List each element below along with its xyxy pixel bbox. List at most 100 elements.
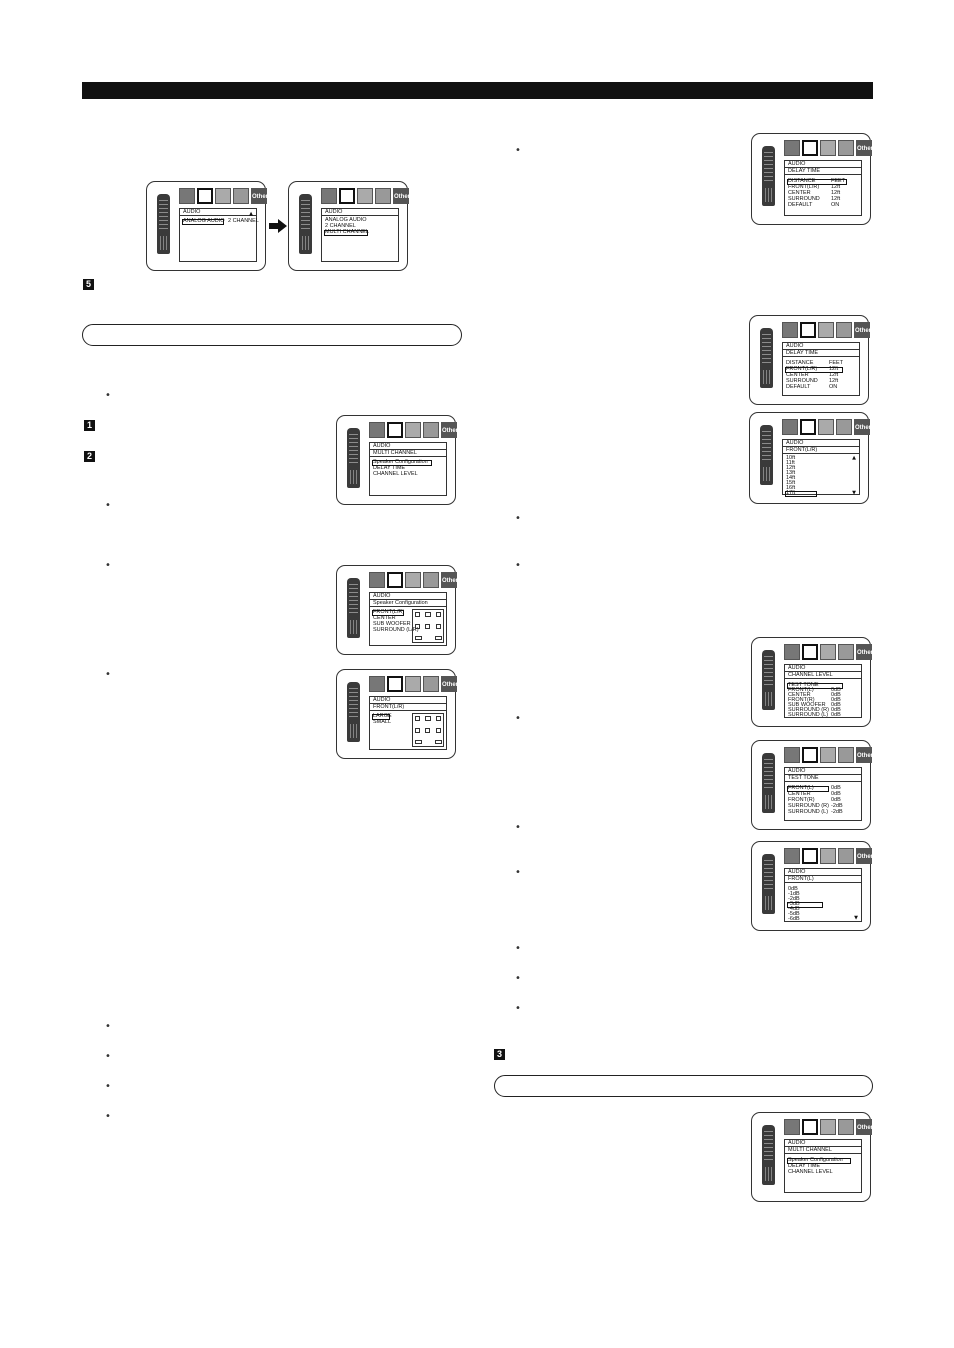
osd-row: FRONT(R) — [788, 797, 815, 803]
audio-icon — [802, 1119, 818, 1135]
osd-row: DEFAULT — [788, 202, 813, 208]
scroll-down-icon: ▼ — [854, 915, 858, 921]
speaker-layout-diagram — [412, 609, 444, 643]
disc-icon — [782, 322, 798, 338]
bullet-mark: • — [515, 713, 521, 724]
bullet-mark: • — [515, 943, 521, 954]
osd-subtitle: TEST TONE — [785, 775, 861, 782]
key-icon — [838, 848, 854, 864]
remote-control-icon — [157, 194, 170, 254]
osd-value: 12ft — [831, 196, 841, 202]
osd-row: DEFAULT — [786, 384, 811, 390]
remote-control-icon — [762, 146, 775, 206]
remote-control-icon — [762, 1125, 775, 1185]
key-icon — [375, 188, 391, 204]
osd-screen: AUDIO TEST TONE FRONT(L) CENTER FRONT(R)… — [784, 767, 862, 821]
osd-subtitle: MULTI CHANNEL — [370, 450, 446, 457]
other-icon: Other — [856, 747, 873, 763]
remote-control-icon — [347, 578, 360, 638]
osd-row: -6dB — [788, 916, 800, 922]
bullet-mark: • — [515, 560, 521, 571]
osd-row: SURROUND (R) — [788, 803, 829, 809]
osd-row: 0dB — [788, 886, 798, 892]
osd-value: 12ft — [831, 184, 841, 190]
disc-icon — [321, 188, 337, 204]
other-icon: Other — [856, 644, 873, 660]
other-icon: Other — [854, 322, 871, 338]
osd-row: FRONT(L/R) — [373, 609, 405, 615]
osd-highlight — [372, 610, 404, 616]
osd-subtitle: FRONT(L/R) — [370, 704, 446, 711]
osd-highlight — [787, 1158, 851, 1164]
osd-title: AUDIO — [785, 768, 861, 775]
display-icon — [405, 422, 421, 438]
osd-screen: AUDIO ANALOG AUDIO 2 CHANNEL ▲ — [179, 208, 259, 262]
osd-highlight — [182, 219, 224, 225]
display-icon — [818, 322, 834, 338]
scroll-up-icon: ▲ — [852, 455, 856, 461]
osd-row: FRONT(L/R) — [786, 366, 818, 372]
osd-highlight — [787, 179, 847, 185]
bullet-mark: • — [515, 973, 521, 984]
osd-row: -4dB — [788, 906, 800, 912]
other-icon: Other — [856, 848, 873, 864]
osd-row: CENTER — [788, 692, 811, 698]
osd-screen: AUDIO DELAY TIME DISTANCE FRONT(L/R) CEN… — [784, 160, 862, 216]
remote-control-icon — [347, 682, 360, 742]
bullet-mark: • — [105, 1081, 111, 1092]
osd-row: ANALOG AUDIO — [325, 217, 367, 223]
display-icon — [405, 572, 421, 588]
audio-icon — [197, 188, 213, 204]
osd-value: -2dB — [831, 803, 843, 809]
audio-icon — [387, 572, 403, 588]
osd-row: SUB WOOFER — [788, 702, 826, 708]
key-icon — [838, 644, 854, 660]
osd-row: 16ft — [786, 485, 796, 491]
other-icon: Other — [393, 188, 410, 204]
key-icon — [423, 572, 439, 588]
bullet-mark: • — [105, 669, 111, 680]
osd-value: 0dB — [831, 702, 841, 708]
audio-icon — [339, 188, 355, 204]
osd-title: AUDIO — [783, 440, 859, 447]
osd-highlight — [785, 367, 843, 373]
osd-panel-analog-audio-options: Other AUDIO ANALOG AUDIO 2 CHANNEL MULTI… — [288, 181, 410, 271]
osd-row: SURROUND (L) — [788, 712, 829, 718]
disc-icon — [784, 140, 800, 156]
osd-value: 0dB — [831, 707, 841, 713]
disc-icon — [784, 644, 800, 660]
osd-value: 12ft — [829, 372, 839, 378]
osd-row: CENTER — [786, 372, 809, 378]
osd-panel-speaker-configuration: Other AUDIO Speaker Configuration FRONT(… — [336, 565, 458, 655]
disc-icon — [179, 188, 195, 204]
section-heading-pill-left — [82, 324, 462, 346]
remote-control-icon — [762, 854, 775, 914]
section-heading-pill-right — [494, 1075, 873, 1097]
osd-highlight — [324, 230, 368, 236]
osd-panel-test-tone: Other AUDIO TEST TONE FRONT(L) CENTER FR… — [751, 740, 873, 830]
osd-highlight — [372, 714, 390, 720]
osd-value: 0dB — [831, 791, 841, 797]
scroll-up-icon: ▲ — [249, 211, 253, 217]
osd-row: SURROUND — [788, 196, 820, 202]
osd-panel-front-l-level: Other AUDIO FRONT(L) 0dB -1dB -2dB -3dB … — [751, 841, 873, 931]
disc-icon — [784, 747, 800, 763]
key-icon — [423, 422, 439, 438]
osd-title: AUDIO — [785, 665, 861, 672]
bullet-mark: • — [105, 1111, 111, 1122]
osd-panel-front-lr-distance: Other AUDIO FRONT(L/R) ▲ 10ft 11ft 12ft … — [749, 412, 871, 504]
osd-title: AUDIO — [785, 1140, 861, 1147]
key-icon — [838, 140, 854, 156]
osd-row: ANALOG AUDIO — [183, 218, 225, 224]
audio-icon — [802, 848, 818, 864]
osd-row: 11ft — [786, 460, 795, 466]
osd-screen: AUDIO Speaker Configuration FRONT(L/R) C… — [369, 592, 447, 646]
other-icon: Other — [441, 676, 458, 692]
other-icon: Other — [441, 572, 458, 588]
step-number-1: 1 — [84, 420, 95, 431]
osd-row: Speaker Configuration — [788, 1157, 843, 1163]
osd-value: FEET — [831, 178, 846, 184]
bullet-mark: • — [515, 867, 521, 878]
osd-highlight — [787, 786, 829, 792]
display-icon — [405, 676, 421, 692]
